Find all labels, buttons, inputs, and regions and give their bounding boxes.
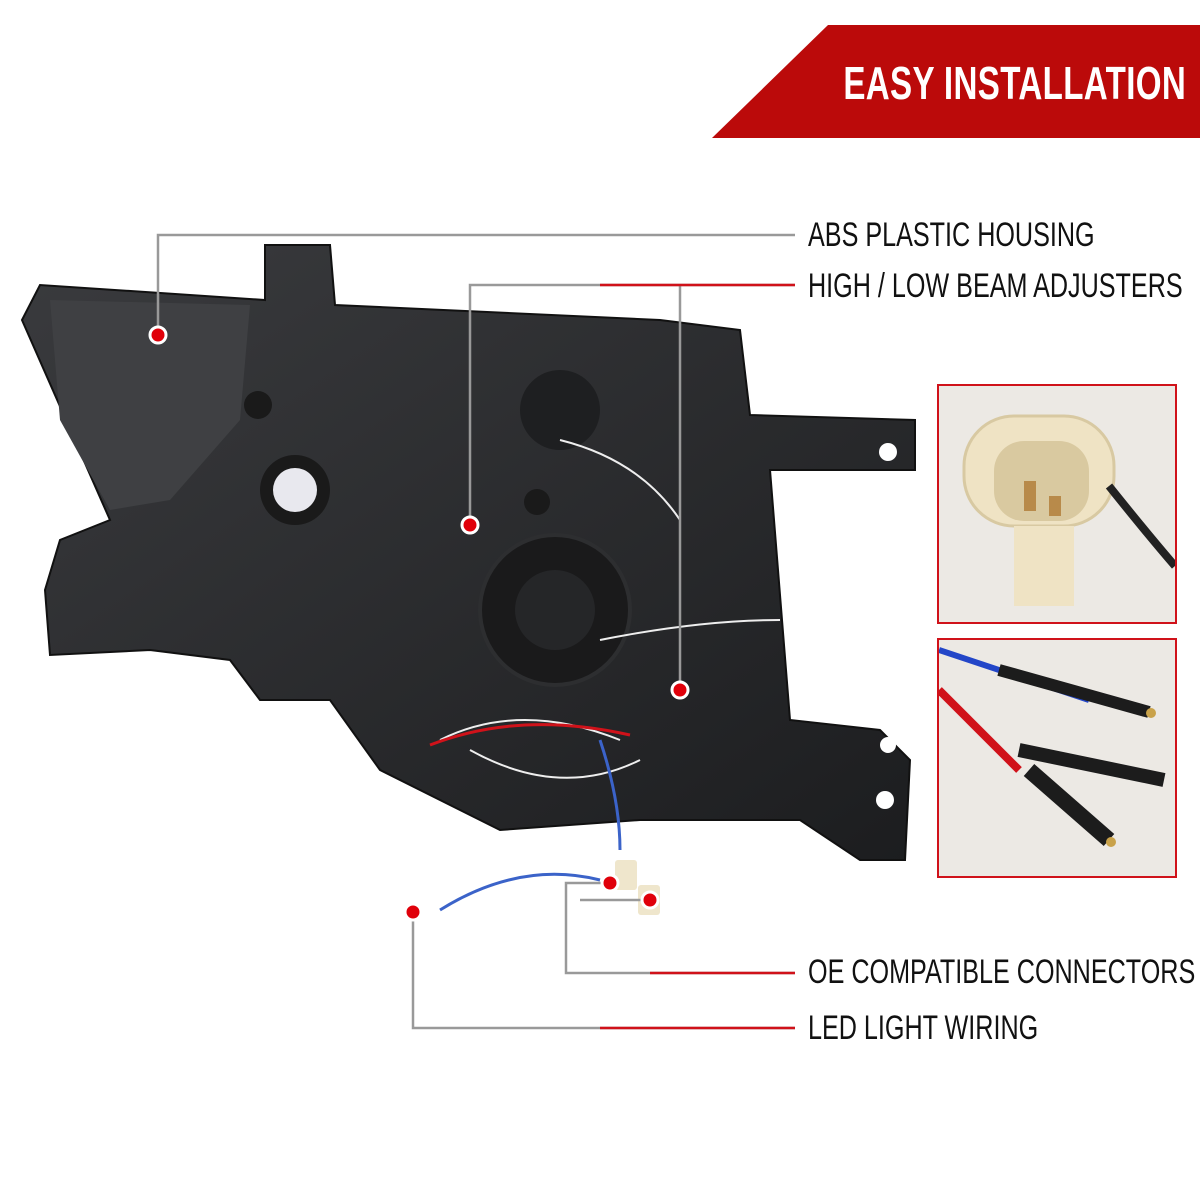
callout-led-wiring: LED LIGHT WIRING xyxy=(808,1009,1039,1047)
connector-closeup-image xyxy=(937,384,1177,624)
marker-dot xyxy=(148,325,168,345)
marker-dot xyxy=(640,890,660,910)
callout-beam-adjusters: HIGH / LOW BEAM ADJUSTERS xyxy=(808,267,1183,305)
marker-dot xyxy=(460,515,480,535)
marker-dot xyxy=(670,680,690,700)
callout-oe-connectors: OE COMPATIBLE CONNECTORS xyxy=(808,953,1196,991)
marker-dot xyxy=(403,902,423,922)
marker-dot xyxy=(600,873,620,893)
callout-abs-housing: ABS PLASTIC HOUSING xyxy=(808,216,1095,254)
banner-title: EASY INSTALLATION xyxy=(843,57,1186,109)
wiring-closeup-image xyxy=(937,638,1177,878)
